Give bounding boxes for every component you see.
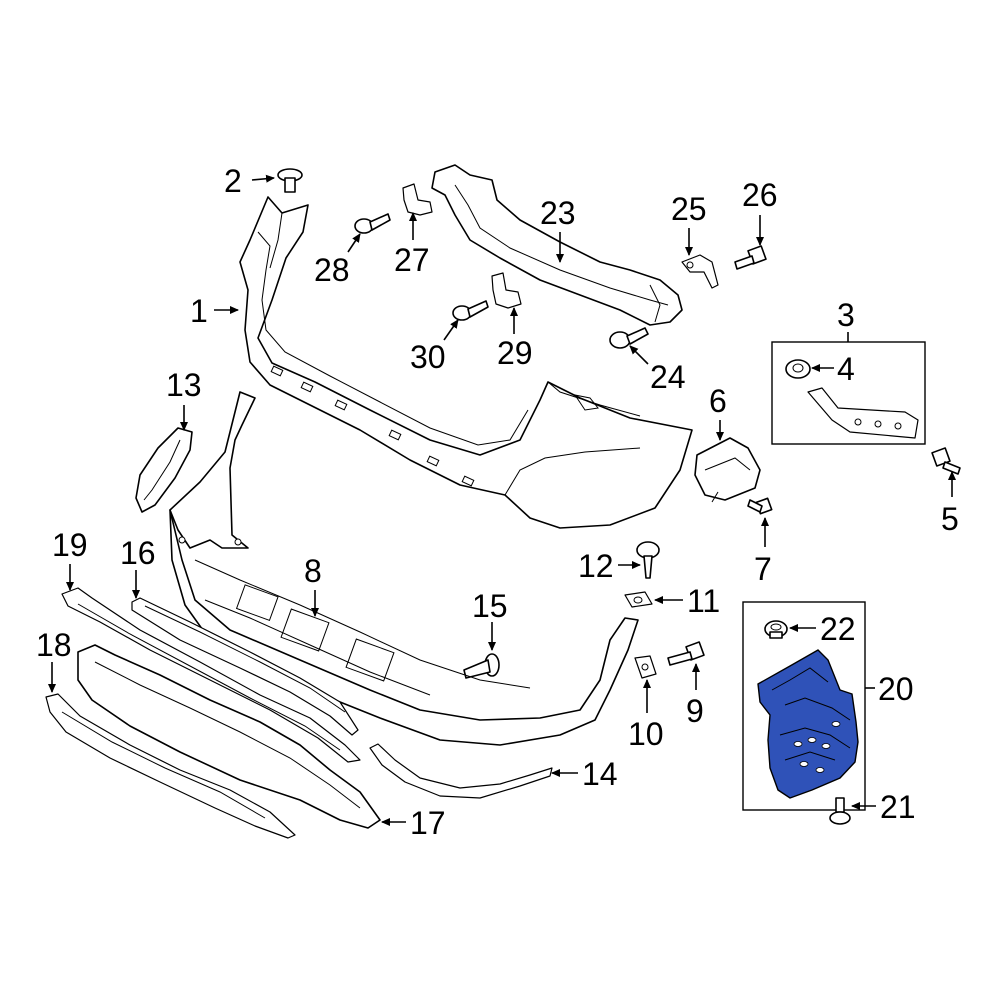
part-18-skid-strip — [45, 693, 296, 839]
part-17-diffuser — [77, 644, 381, 829]
leader-lines — [48, 174, 956, 826]
callout-19: 19 — [52, 527, 88, 563]
callout-10: 10 — [628, 716, 664, 752]
part-27-bracket — [402, 183, 433, 216]
part-22-nut — [764, 620, 788, 639]
part-23-reinforcement — [431, 164, 683, 326]
callout-12: 12 — [578, 548, 614, 584]
callout-13: 13 — [166, 367, 202, 403]
part-19-grille-strip — [61, 587, 361, 763]
part-16-trim-strip — [131, 597, 359, 736]
callout-7: 7 — [754, 551, 772, 587]
callout-25: 25 — [671, 191, 707, 227]
callout-1: 1 — [190, 293, 208, 329]
callout-6: 6 — [709, 383, 727, 419]
part-21-push-pin — [829, 797, 851, 825]
callout-15: 15 — [472, 588, 508, 624]
callout-16: 16 — [120, 535, 156, 571]
callout-24: 24 — [650, 359, 686, 395]
part-26-bolt — [734, 245, 767, 270]
callout-8: 8 — [304, 553, 322, 589]
part-24-screw — [609, 327, 649, 349]
part-29-bracket — [491, 272, 522, 309]
callout-3: 3 — [837, 297, 855, 333]
part-13-reflector — [135, 427, 193, 513]
part-20-splash-shield-kit — [742, 601, 866, 811]
part-15-push-pin — [463, 653, 500, 679]
part-25-bracket — [681, 254, 719, 289]
part-4-nut — [785, 359, 811, 379]
callout-21: 21 — [880, 789, 916, 825]
part-9-bolt — [667, 641, 705, 666]
part-3-side-bracket — [807, 387, 919, 439]
part-30-screw — [452, 300, 489, 321]
part-20-splash-shield — [757, 649, 859, 799]
callout-26: 26 — [742, 177, 778, 213]
callout-labels: 1 2 3 4 5 6 7 8 9 10 11 12 13 14 15 16 1… — [36, 163, 959, 841]
part-6-bracket — [694, 437, 761, 503]
callout-17: 17 — [410, 805, 446, 841]
callout-23: 23 — [540, 195, 576, 231]
callout-29: 29 — [497, 335, 533, 371]
callout-22: 22 — [820, 611, 856, 647]
callout-4: 4 — [837, 351, 855, 387]
part-28-screw — [354, 213, 391, 234]
splash-shield-highlighted — [757, 649, 859, 799]
part-12-screw — [636, 541, 660, 579]
part-1-bumper-cover — [239, 196, 693, 529]
callout-20: 20 — [878, 671, 914, 707]
part-10-clip — [634, 655, 657, 679]
callout-30: 30 — [410, 339, 446, 375]
part-2-push-pin — [277, 168, 303, 193]
part-5-bolt — [931, 447, 961, 475]
callout-2: 2 — [224, 163, 242, 199]
callout-28: 28 — [314, 252, 350, 288]
callout-5: 5 — [941, 501, 959, 537]
callout-27: 27 — [394, 242, 430, 278]
callout-14: 14 — [582, 756, 618, 792]
callout-18: 18 — [36, 627, 72, 663]
callout-9: 9 — [686, 693, 704, 729]
part-11-clip — [624, 591, 653, 608]
callout-11: 11 — [687, 583, 720, 619]
part-7-bolt — [747, 497, 773, 515]
part-14-trim — [369, 743, 553, 799]
